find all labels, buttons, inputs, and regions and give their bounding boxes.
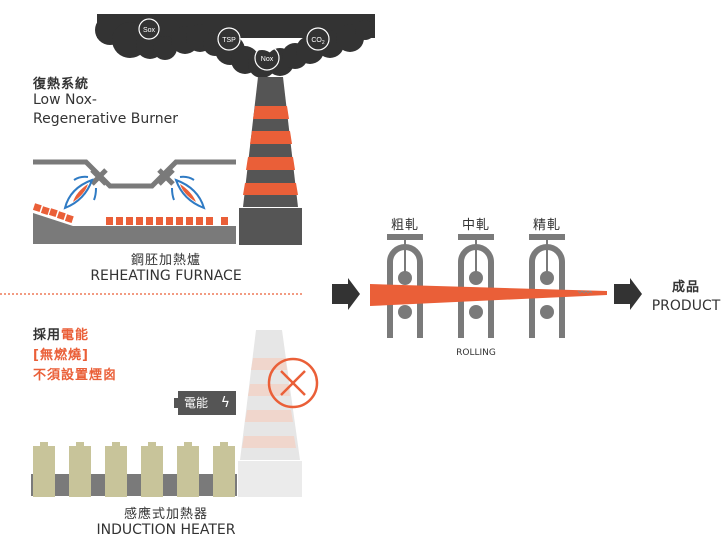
stand-label-intermediate: 中軋 [461,218,491,233]
power-badge-label: 電能 [184,396,209,410]
billets-hearth [106,217,228,225]
induction-coil-cap [220,442,228,447]
induction-coil [105,446,127,497]
stand-frame [458,244,494,338]
burner-right [157,168,175,186]
induction-coil-cap [112,442,120,447]
arrow-to-product [614,278,642,310]
pollutant-tsp-circle [217,27,241,51]
strip-texture [577,290,593,294]
upper-roll [469,271,483,285]
stand-top-beam [529,234,565,240]
induction-coil-cap [148,442,156,447]
billet [136,217,143,225]
billet [196,217,203,225]
upper-roll [398,271,412,285]
product-label-en: PRODUCT [651,298,721,314]
burner-left [90,168,108,186]
pollutant-nox-label: Nox [261,56,274,63]
billets-ramp [32,203,74,224]
battery-nub [174,398,178,408]
induction-coils [33,442,235,497]
pollutant-tsp-label: TSP [222,37,236,44]
chimney-base [239,208,302,245]
pollutant-nox-circle [254,45,280,71]
induction-coil-cap [76,442,84,447]
stand-top-beam [387,234,423,240]
rolling-stand [387,234,423,338]
billet [126,217,133,225]
flame-right-core [180,184,196,202]
induction-note-line1: 採用電能 [33,324,89,343]
pollutant-co2-label: CO2 [311,37,325,46]
induction-label-en: INDUCTION HEATER [96,522,236,538]
lower-roll [398,305,412,319]
pollutant-sox-label: Sox [143,27,156,34]
chimney-stripe [246,157,295,170]
pollutant-sox-circle [138,18,160,40]
induction-coil-cap [40,442,48,447]
furnace-label-zh: 鋼胚加熱爐 [130,253,202,268]
stand-label-rough: 粗軋 [390,218,420,233]
induction-note-highlight: 電能 [61,328,90,343]
induction-coil [213,446,235,497]
power-badge: 電能 ϟ [174,391,236,415]
smoke-cloud [95,14,375,78]
flame-left [63,175,97,210]
burner-title-en-2: Regenerative Burner [33,111,178,127]
lightning-bolt-icon: ϟ [220,395,230,411]
chimney-stripe [253,106,289,119]
reheating-furnace [32,159,236,244]
stand-frame [387,244,423,338]
no-chimney-x-icon [267,357,319,409]
chimney-stripe [243,183,298,195]
induction-coil [69,446,91,497]
billet [116,217,123,225]
chimney [239,77,302,245]
flame-left-core [73,184,88,202]
lower-roll [540,305,554,319]
induction-coil [33,446,55,497]
stand-label-finishing: 精軋 [532,218,562,233]
upper-roll [540,271,554,285]
induction-note-line3: 不須設置煙囪 [33,368,118,383]
burner-title-en-1: Low Nox- [33,92,97,108]
induction-heater [31,442,237,497]
faded-chimney [238,330,302,497]
flame-right [171,175,206,210]
steel-strip [370,284,607,306]
induction-coil-cap [184,442,192,447]
induction-label-zh: 感應式加熱器 [123,507,209,522]
stand-frame [529,244,565,338]
arrow-into-rolling [332,278,360,310]
induction-coil [141,446,163,497]
furnace-label-en: REHEATING FURNACE [90,268,242,284]
product-label-zh: 成品 [671,280,701,295]
billet [166,217,173,225]
rolling-label: ROLLING [456,348,496,358]
billet [206,217,213,225]
billet [146,217,153,225]
stand-top-beam [458,234,494,240]
induction-coil [177,446,199,497]
billet [156,217,163,225]
induction-note-line2: [無燃燒] [33,348,89,363]
lower-roll [469,305,483,319]
pollutant-co2-circle [306,27,330,51]
rolling-stands [387,234,565,338]
billet [176,217,183,225]
induction-note-prefix: 採用 [33,328,62,343]
burner-title-zh: 復熱系統 [33,77,90,92]
pollutant-bubbles [138,18,330,71]
rolling-stand [529,234,565,338]
billet [106,217,113,225]
rolling-stand [458,234,494,338]
billet [221,217,228,225]
billet [186,217,193,225]
furnace-hearth [33,213,236,244]
chimney-stripe [250,131,292,144]
